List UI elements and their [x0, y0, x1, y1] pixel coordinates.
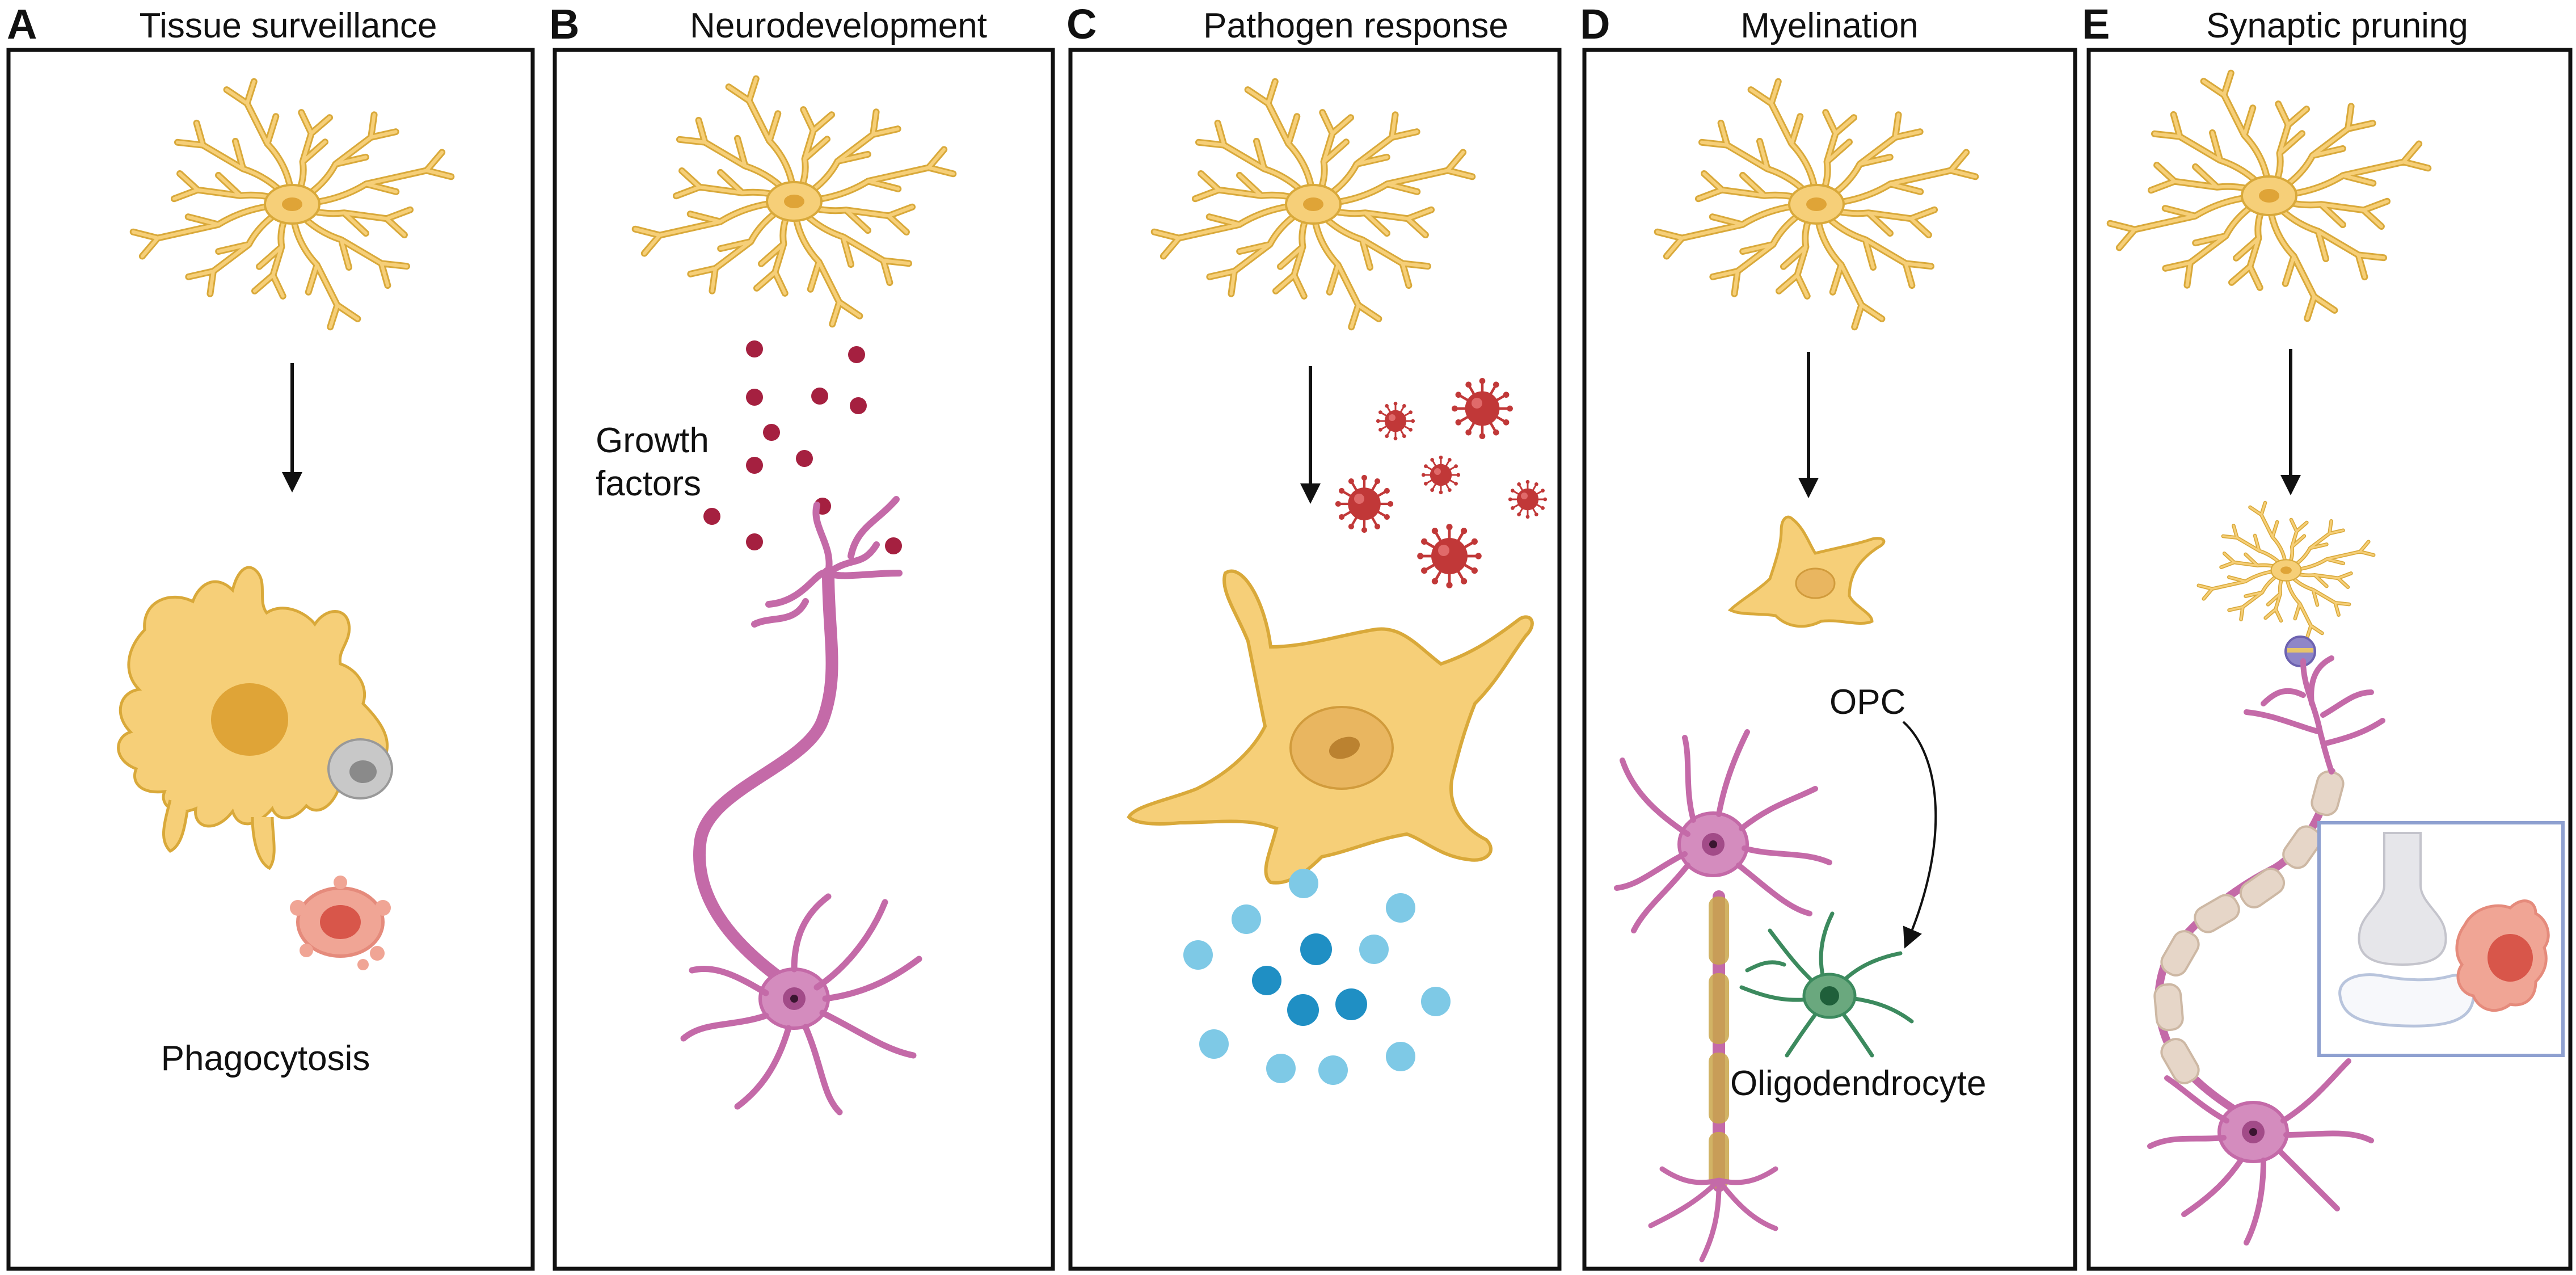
pruning-microglia-icon — [2196, 500, 2376, 640]
myelinated-neuron-icon — [1614, 729, 1832, 1263]
cytokine-droplet-icon — [1386, 1042, 1415, 1071]
growth-factor-dot-icon — [796, 450, 813, 467]
virus-icon — [1421, 455, 1461, 495]
neuron-icon — [2147, 655, 2385, 1245]
phagocytic-microglia-icon — [117, 566, 393, 870]
panel-b: B Neurodevelopment Growth factors — [549, 1, 1055, 1271]
panel-a: A Tissue surveillance Phagocytosis — [6, 1, 535, 1271]
oligodendrocyte-label: Oligodendrocyte — [1730, 1064, 1987, 1103]
panel-title: Myelination — [1740, 6, 1919, 45]
panel-frame — [1582, 48, 2077, 1271]
amoeboid-microglia-icon — [1727, 515, 1886, 628]
myelinated-axon-icon — [2153, 770, 2345, 1084]
neuron-icon — [680, 496, 922, 1116]
resting-microglia-icon — [2106, 69, 2432, 322]
resting-microglia-icon — [1654, 78, 1979, 331]
panel-letter: D — [1580, 1, 1610, 48]
growth-factors-label-line1: Growth — [596, 421, 709, 460]
panel-title: Neurodevelopment — [690, 6, 987, 45]
growth-factor-dot-icon — [885, 537, 902, 554]
cytokines — [1183, 869, 1451, 1085]
growth-factor-dot-icon — [850, 397, 867, 414]
opc-arrow — [1902, 721, 1937, 949]
cytokine-droplet-icon — [1252, 966, 1281, 995]
cytokine-droplet-icon — [1183, 940, 1213, 970]
panel-letter: A — [7, 1, 37, 48]
panel-c: C Pathogen response — [1066, 1, 1562, 1271]
growth-factor-dot-icon — [703, 508, 720, 525]
viruses — [1335, 378, 1548, 588]
cytokine-droplet-icon — [1421, 987, 1451, 1016]
phagocytosis-label: Phagocytosis — [161, 1039, 370, 1078]
apoptotic-cell-icon — [290, 876, 391, 970]
panel-title: Pathogen response — [1203, 6, 1508, 45]
cytokine-droplet-icon — [1359, 935, 1389, 964]
panel-title: Synaptic pruning — [2206, 6, 2468, 45]
panel-letter: E — [2082, 1, 2110, 48]
activated-microglia-icon — [1127, 569, 1534, 885]
virus-icon — [1417, 524, 1482, 588]
myelinated-axon-icon — [1709, 897, 1729, 1189]
panel-frame — [553, 48, 1055, 1271]
resting-microglia-icon — [631, 75, 957, 328]
opc-label: OPC — [1829, 683, 1905, 722]
growth-factor-dot-icon — [811, 388, 828, 405]
panel-e: E Synaptic pruning — [2082, 1, 2573, 1271]
growth-factors-label-line2: factors — [596, 464, 701, 503]
panel-letter: B — [549, 1, 579, 48]
resting-microglia-icon — [129, 78, 455, 331]
cytokine-droplet-icon — [1289, 869, 1318, 898]
growth-factor-dot-icon — [746, 389, 763, 406]
zoom-inset — [2317, 821, 2565, 1057]
cytokine-droplet-icon — [1386, 893, 1415, 923]
panel-d: D Myelination OPC — [1580, 1, 2077, 1271]
cytokine-droplet-icon — [1199, 1029, 1229, 1059]
virus-icon — [1452, 378, 1513, 439]
growth-factor-dot-icon — [746, 457, 763, 474]
cytokine-droplet-icon — [1266, 1054, 1296, 1083]
virus-icon — [1508, 479, 1548, 519]
pruning-microglia-detail-icon — [2455, 899, 2550, 1012]
cytokine-droplet-icon — [1232, 904, 1261, 934]
resting-microglia-icon — [1150, 78, 1476, 331]
cytokine-droplet-icon — [1287, 994, 1319, 1026]
growth-factor-dot-icon — [848, 346, 865, 363]
panel-frame — [2086, 48, 2573, 1271]
growth-factor-dot-icon — [746, 533, 763, 550]
growth-factor-dot-icon — [763, 424, 780, 441]
oligodendrocyte-icon — [1739, 911, 1914, 1058]
panel-frame — [6, 48, 535, 1271]
panel-frame — [1068, 48, 1562, 1271]
cytokine-droplet-icon — [1318, 1055, 1348, 1085]
synapse-icon — [2284, 636, 2316, 667]
growth-factor-dot-icon — [746, 340, 763, 357]
panel-title: Tissue surveillance — [140, 6, 437, 45]
virus-icon — [1376, 401, 1415, 441]
panel-letter: C — [1066, 1, 1097, 48]
cytokine-droplet-icon — [1335, 988, 1367, 1020]
cytokine-droplet-icon — [1300, 933, 1332, 965]
virus-icon — [1335, 474, 1394, 533]
